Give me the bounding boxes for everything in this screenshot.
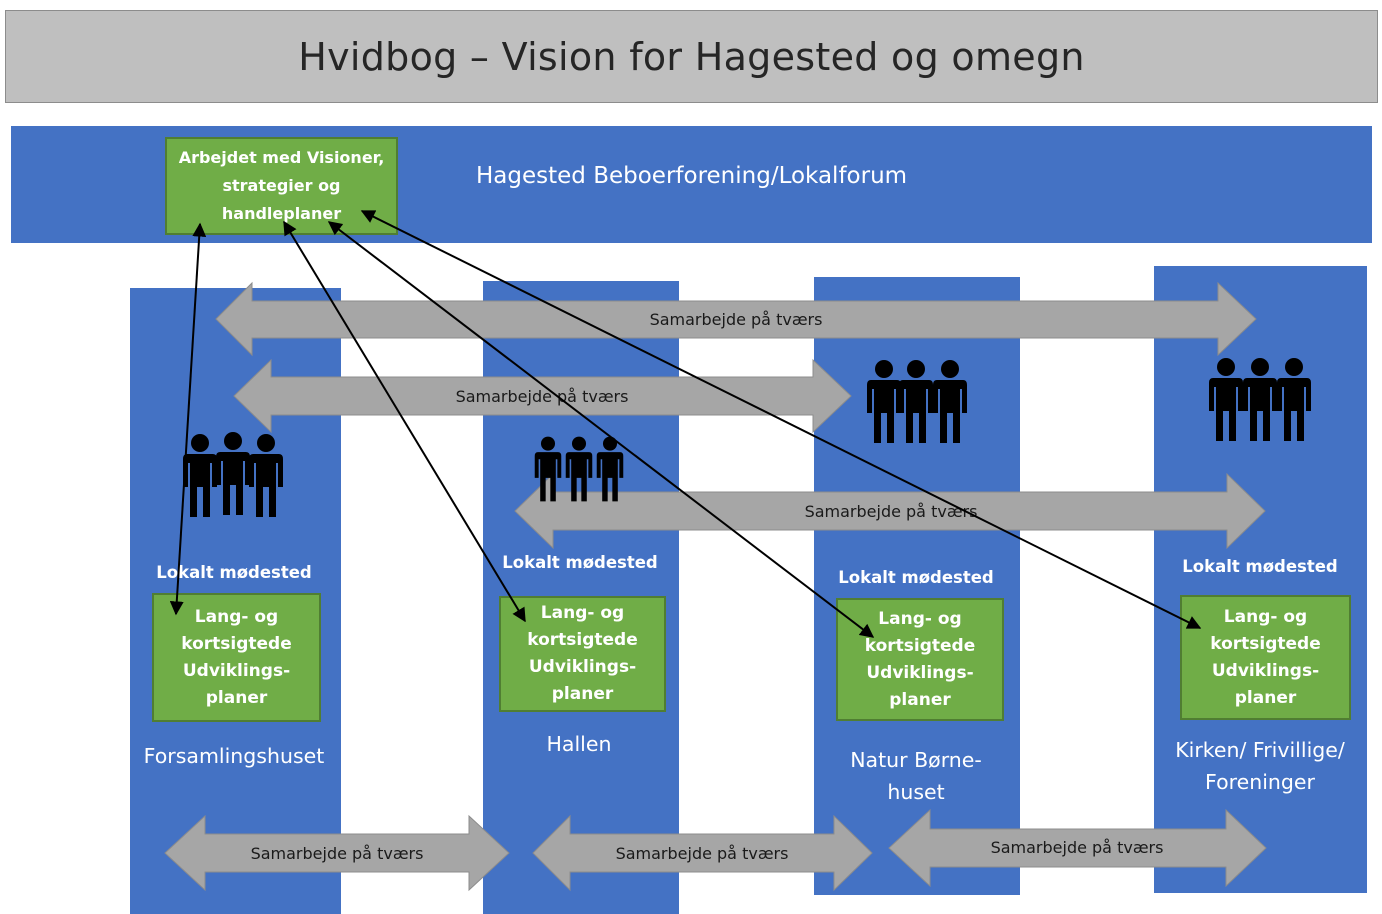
collab-arrow-label: Samarbejde på tværs xyxy=(251,844,424,863)
column-name: Hallen xyxy=(546,732,612,756)
people-group-icon xyxy=(867,360,967,443)
page-title: Hvidbog – Vision for Hagested og omegn xyxy=(298,34,1085,79)
collab-arrow xyxy=(532,814,873,892)
collab-arrow-label: Samarbejde på tværs xyxy=(991,838,1164,857)
connector-arrow xyxy=(283,220,526,623)
meeting-label: Lokalt mødested xyxy=(1182,557,1338,576)
collab-arrow-label: Samarbejde på tværs xyxy=(616,844,789,863)
development-plan-box: Lang- og kortsigtede Udviklings- planer xyxy=(1180,595,1351,720)
column-name: Natur Børne- huset xyxy=(850,748,982,804)
title-banner: Hvidbog – Vision for Hagested og omegn xyxy=(5,10,1378,103)
collab-arrow xyxy=(888,808,1267,888)
collab-arrow xyxy=(164,814,510,892)
association-label: Hagested Beboerforening/Lokalforum xyxy=(476,163,908,189)
vision-work-box: Arbejdet med Visioner, strategier og han… xyxy=(165,137,398,235)
people-group-icon xyxy=(183,432,283,517)
people-group-icon xyxy=(1209,358,1311,441)
connector-arrow xyxy=(327,221,875,638)
column-name: Forsamlingshuset xyxy=(143,744,325,768)
connector-arrow xyxy=(169,222,207,616)
connector-arrow xyxy=(360,210,1202,629)
collab-arrow-label: Samarbejde på tværs xyxy=(456,387,629,406)
column-name: Kirken/ Frivillige/ Foreninger xyxy=(1175,738,1345,794)
collab-arrow-label: Samarbejde på tværs xyxy=(650,310,823,329)
